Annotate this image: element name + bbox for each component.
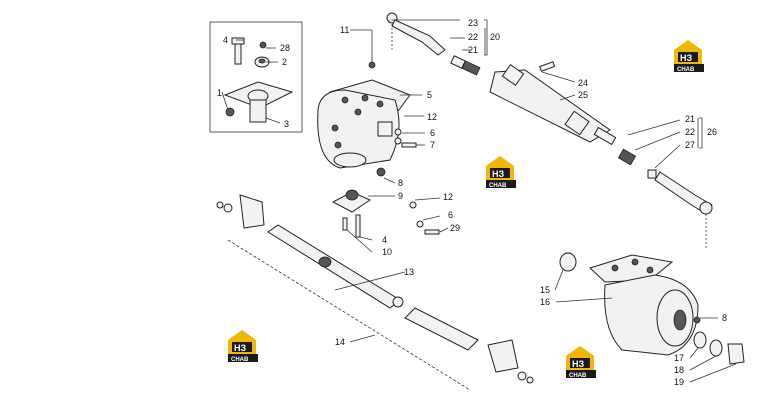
label-3: 3	[284, 119, 289, 129]
label-12: 12	[427, 112, 437, 122]
drive-shaft-part	[216, 194, 534, 384]
label-21: 21	[468, 45, 478, 55]
mount-part	[331, 189, 372, 238]
label-15: 15	[540, 285, 550, 295]
callout-labels: 4 28 2 1 3 11 5 12 6 7 8 9 12 6 29 4 10 …	[217, 18, 727, 387]
nut-part	[254, 41, 270, 68]
label-19: 19	[674, 377, 684, 387]
label-7: 7	[430, 140, 435, 150]
steering-cylinder-part	[489, 61, 617, 146]
label-28: 28	[280, 43, 290, 53]
bracket-20	[484, 19, 488, 56]
label-8b: 8	[722, 313, 727, 323]
bracket-part	[223, 81, 294, 123]
bolt-part	[231, 37, 245, 65]
svg-text:CHAB: CHAB	[489, 183, 507, 189]
label-6: 6	[430, 128, 435, 138]
label-4b: 4	[382, 235, 387, 245]
label-22b: 22	[685, 127, 695, 137]
logo-watermark: НЗ CHAB	[566, 346, 596, 379]
logo-watermark: НЗ CHAB	[486, 156, 516, 189]
tie-rod-end-top	[386, 12, 481, 76]
label-12b: 12	[443, 192, 453, 202]
label-23: 23	[468, 18, 478, 28]
knuckle-housing-part	[559, 252, 745, 365]
svg-text:CHAB: CHAB	[231, 357, 249, 363]
inset-box	[209, 21, 303, 133]
nut-8-part	[376, 167, 386, 177]
axle-housing-part	[317, 79, 411, 169]
bolt-11-part	[368, 61, 376, 69]
label-20: 20	[490, 32, 500, 42]
svg-text:НЗ: НЗ	[492, 169, 504, 179]
label-14: 14	[335, 337, 345, 347]
label-6b: 6	[448, 210, 453, 220]
svg-text:НЗ: НЗ	[234, 343, 246, 353]
label-5: 5	[427, 90, 432, 100]
label-11: 11	[340, 25, 349, 35]
small-parts-6-12-29	[409, 201, 440, 235]
label-2: 2	[282, 57, 287, 67]
small-parts-6-7-12	[394, 128, 417, 148]
label-29: 29	[450, 223, 460, 233]
label-13: 13	[404, 267, 414, 277]
label-21b: 21	[685, 114, 695, 124]
label-4: 4	[223, 35, 228, 45]
label-17: 17	[674, 353, 684, 363]
svg-text:НЗ: НЗ	[572, 359, 584, 369]
label-1: 1	[217, 88, 222, 98]
label-27: 27	[685, 140, 695, 150]
bracket-26	[699, 117, 703, 149]
label-25: 25	[578, 90, 588, 100]
svg-text:НЗ: НЗ	[680, 53, 692, 63]
logo-watermark: НЗ CHAB	[228, 330, 258, 363]
label-22: 22	[468, 32, 478, 42]
leader-lines	[221, 19, 737, 383]
label-8: 8	[398, 178, 403, 188]
label-18: 18	[674, 365, 684, 375]
label-16: 16	[540, 297, 550, 307]
label-10: 10	[382, 247, 392, 257]
label-24: 24	[578, 78, 588, 88]
label-26: 26	[707, 127, 717, 137]
svg-text:CHAB: CHAB	[569, 373, 587, 379]
logo-watermark: НЗ CHAB	[674, 40, 704, 73]
label-9: 9	[398, 191, 403, 201]
svg-text:CHAB: CHAB	[677, 67, 695, 73]
